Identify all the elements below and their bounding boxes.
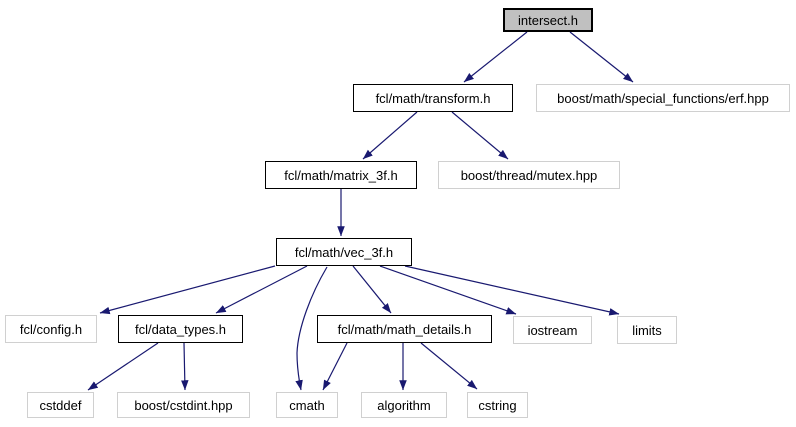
node-fcl-math-matrix-3f-h[interactable]: fcl/math/matrix_3f.h — [265, 161, 417, 189]
node-boost-math-special-functions-erf-hpp: boost/math/special_functions/erf.hpp — [536, 84, 790, 112]
edge-transform-mutex — [451, 111, 509, 160]
edge-vec3f-iostream — [379, 265, 517, 315]
edge-vec3f-config — [99, 265, 276, 315]
node-boost-cstdint-hpp: boost/cstdint.hpp — [117, 392, 250, 418]
edge-mathdetails-cstring — [420, 342, 478, 390]
edge-datatypes-cstddef — [87, 342, 159, 391]
edge-vec3f-limits — [404, 265, 620, 316]
node-fcl-math-transform-h[interactable]: fcl/math/transform.h — [353, 84, 513, 112]
node-fcl-math-math-details-h[interactable]: fcl/math/math_details.h — [317, 315, 492, 343]
node-cstring: cstring — [467, 392, 528, 418]
node-boost-thread-mutex-hpp: boost/thread/mutex.hpp — [438, 161, 620, 189]
edge-transform-matrix3f — [362, 111, 418, 160]
edge-vec3f-mathdetails — [352, 265, 392, 314]
node-limits: limits — [617, 316, 677, 344]
node-fcl-data-types-h[interactable]: fcl/data_types.h — [118, 315, 243, 343]
edge-mathdetails-cmath — [322, 342, 348, 391]
node-algorithm: algorithm — [361, 392, 447, 418]
edge-intersect-erf — [569, 31, 634, 83]
node-fcl-math-vec-3f-h[interactable]: fcl/math/vec_3f.h — [276, 238, 412, 266]
node-iostream: iostream — [513, 316, 592, 344]
node-cstddef: cstddef — [27, 392, 94, 418]
edge-vec3f-cmath — [295, 266, 328, 391]
node-intersect-h: intersect.h — [503, 8, 593, 32]
edge-vec3f-datatypes — [215, 265, 308, 314]
edge-intersect-transform — [463, 31, 528, 83]
node-fcl-config-h: fcl/config.h — [5, 315, 97, 343]
node-cmath: cmath — [276, 392, 338, 418]
edge-datatypes-cstdint — [181, 342, 189, 391]
